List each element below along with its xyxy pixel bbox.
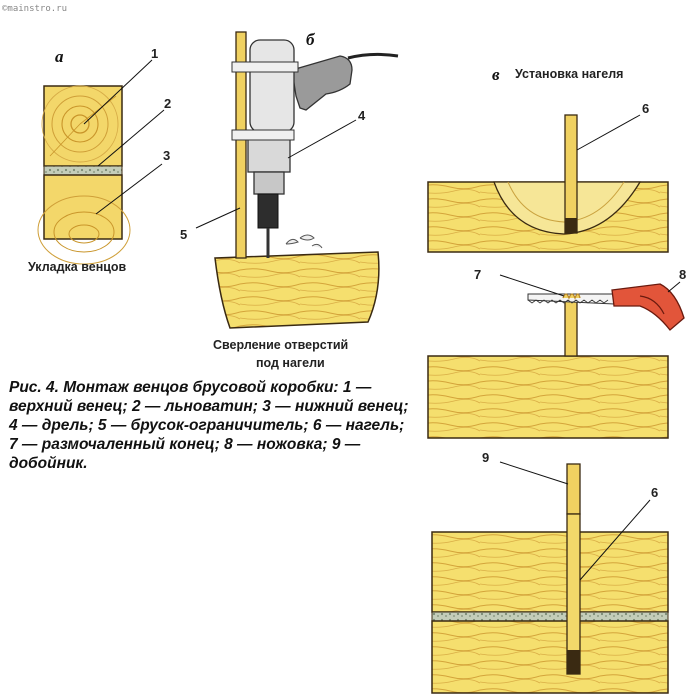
panel-c: в Установка нагеля 6 7 8 (427, 65, 686, 694)
callout-6-bottom: 6 (651, 485, 658, 500)
callout-9: 9 (482, 450, 489, 465)
panel-b: б 4 5 Сверление отверстий под нагели (180, 30, 399, 370)
beam-step-2 (427, 297, 669, 439)
callout-7: 7 (474, 267, 481, 282)
panel-a-caption: Укладка венцов (28, 260, 127, 274)
guide-batten (235, 31, 247, 259)
panel-b-caption-line2: под нагели (256, 356, 325, 370)
lower-log (37, 174, 131, 265)
panel-b-letter: б (306, 30, 316, 49)
callout-4: 4 (358, 108, 366, 123)
panel-c-caption: Установка нагеля (515, 67, 623, 81)
figure-caption: Рис. 4. Монтаж венцов брусовой коробки: … (9, 379, 409, 472)
callout-1: 1 (151, 46, 158, 61)
callout-6-top: 6 (642, 101, 649, 116)
callout-2: 2 (164, 96, 171, 111)
wood-chips (285, 234, 323, 249)
panel-b-caption-line1: Сверление отверстий (213, 338, 348, 352)
drilled-block (214, 251, 380, 329)
frayed-end (562, 293, 581, 300)
insulation-layer-a (43, 165, 123, 176)
panel-a-letter: а (55, 47, 64, 66)
callout-5: 5 (180, 227, 187, 242)
callout-3: 3 (163, 148, 170, 163)
driver-tool (566, 463, 581, 515)
callout-8: 8 (679, 267, 686, 282)
beam-step-1 (427, 114, 669, 253)
panel-c-letter: в (492, 65, 500, 84)
upper-log (41, 85, 123, 167)
drill-icon (231, 39, 399, 258)
watermark: ©mainstro.ru (2, 4, 67, 14)
saw-icon (527, 283, 685, 331)
beam-step-3 (431, 463, 669, 694)
panel-a: а 1 2 3 Укладка венцов (28, 46, 171, 274)
